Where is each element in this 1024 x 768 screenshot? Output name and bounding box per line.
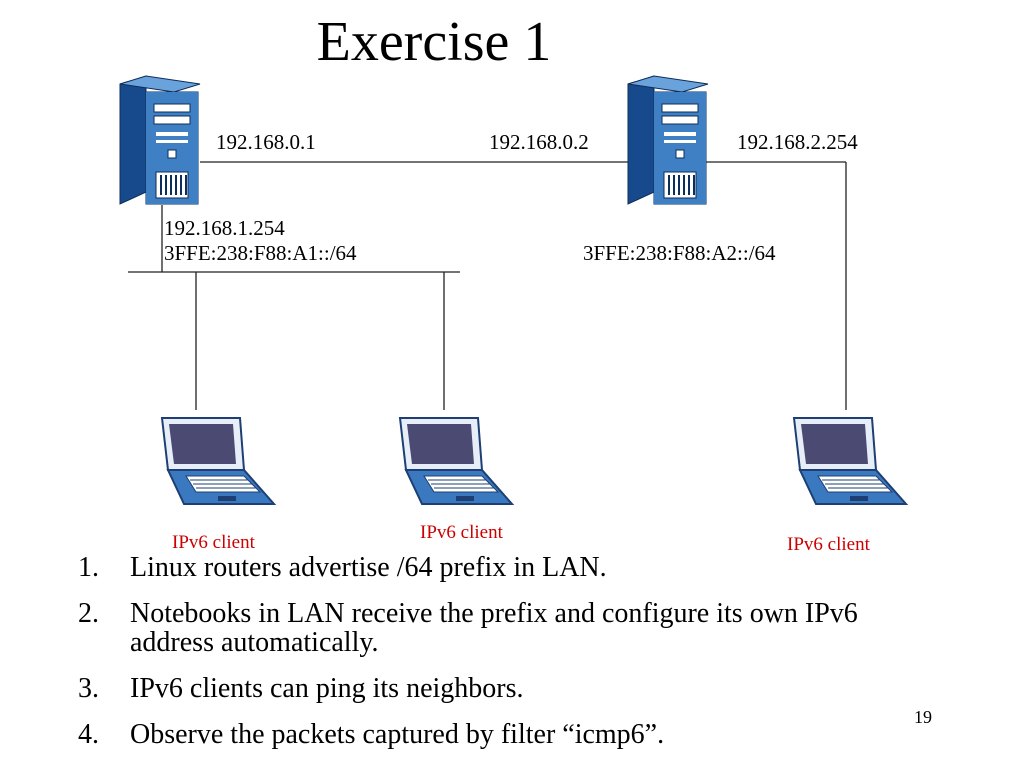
steps-list: 1. Linux routers advertise /64 prefix in… <box>78 553 908 766</box>
step-text: Notebooks in LAN receive the prefix and … <box>130 598 858 658</box>
client1-laptop-icon <box>161 417 275 505</box>
step-number: 2. <box>78 598 99 629</box>
client2-label: IPv6 client <box>420 522 503 543</box>
step-number: 3. <box>78 673 99 704</box>
router1-server-icon <box>119 75 201 205</box>
step-number: 1. <box>78 552 99 583</box>
router2-lan-prefix: 3FFE:238:F88:A2::/64 <box>583 241 776 265</box>
router2-lan-ip: 192.168.2.254 <box>737 130 858 154</box>
step-number: 4. <box>78 719 99 750</box>
page-number: 19 <box>914 707 932 727</box>
step-item: 4. Observe the packets captured by filte… <box>78 720 908 749</box>
step-item: 2. Notebooks in LAN receive the prefix a… <box>78 599 908 657</box>
step-item: 1. Linux routers advertise /64 prefix in… <box>78 553 908 582</box>
slide-title: Exercise 1 <box>316 11 552 73</box>
client1-label: IPv6 client <box>172 532 255 553</box>
client2-laptop-icon <box>399 417 513 505</box>
step-text: Linux routers advertise /64 prefix in LA… <box>130 552 607 583</box>
router2-server-icon <box>627 75 709 205</box>
step-text: IPv6 clients can ping its neighbors. <box>130 673 524 704</box>
client3-laptop-icon <box>793 417 907 505</box>
client3-label: IPv6 client <box>787 534 870 555</box>
router1-lan-ip: 192.168.1.254 <box>164 216 285 240</box>
router2-wan-ip: 192.168.0.2 <box>489 130 589 154</box>
step-text: Observe the packets captured by filter “… <box>130 719 665 750</box>
router1-lan-prefix: 3FFE:238:F88:A1::/64 <box>164 241 357 265</box>
router1-wan-ip: 192.168.0.1 <box>216 130 316 154</box>
step-item: 3. IPv6 clients can ping its neighbors. <box>78 674 908 703</box>
